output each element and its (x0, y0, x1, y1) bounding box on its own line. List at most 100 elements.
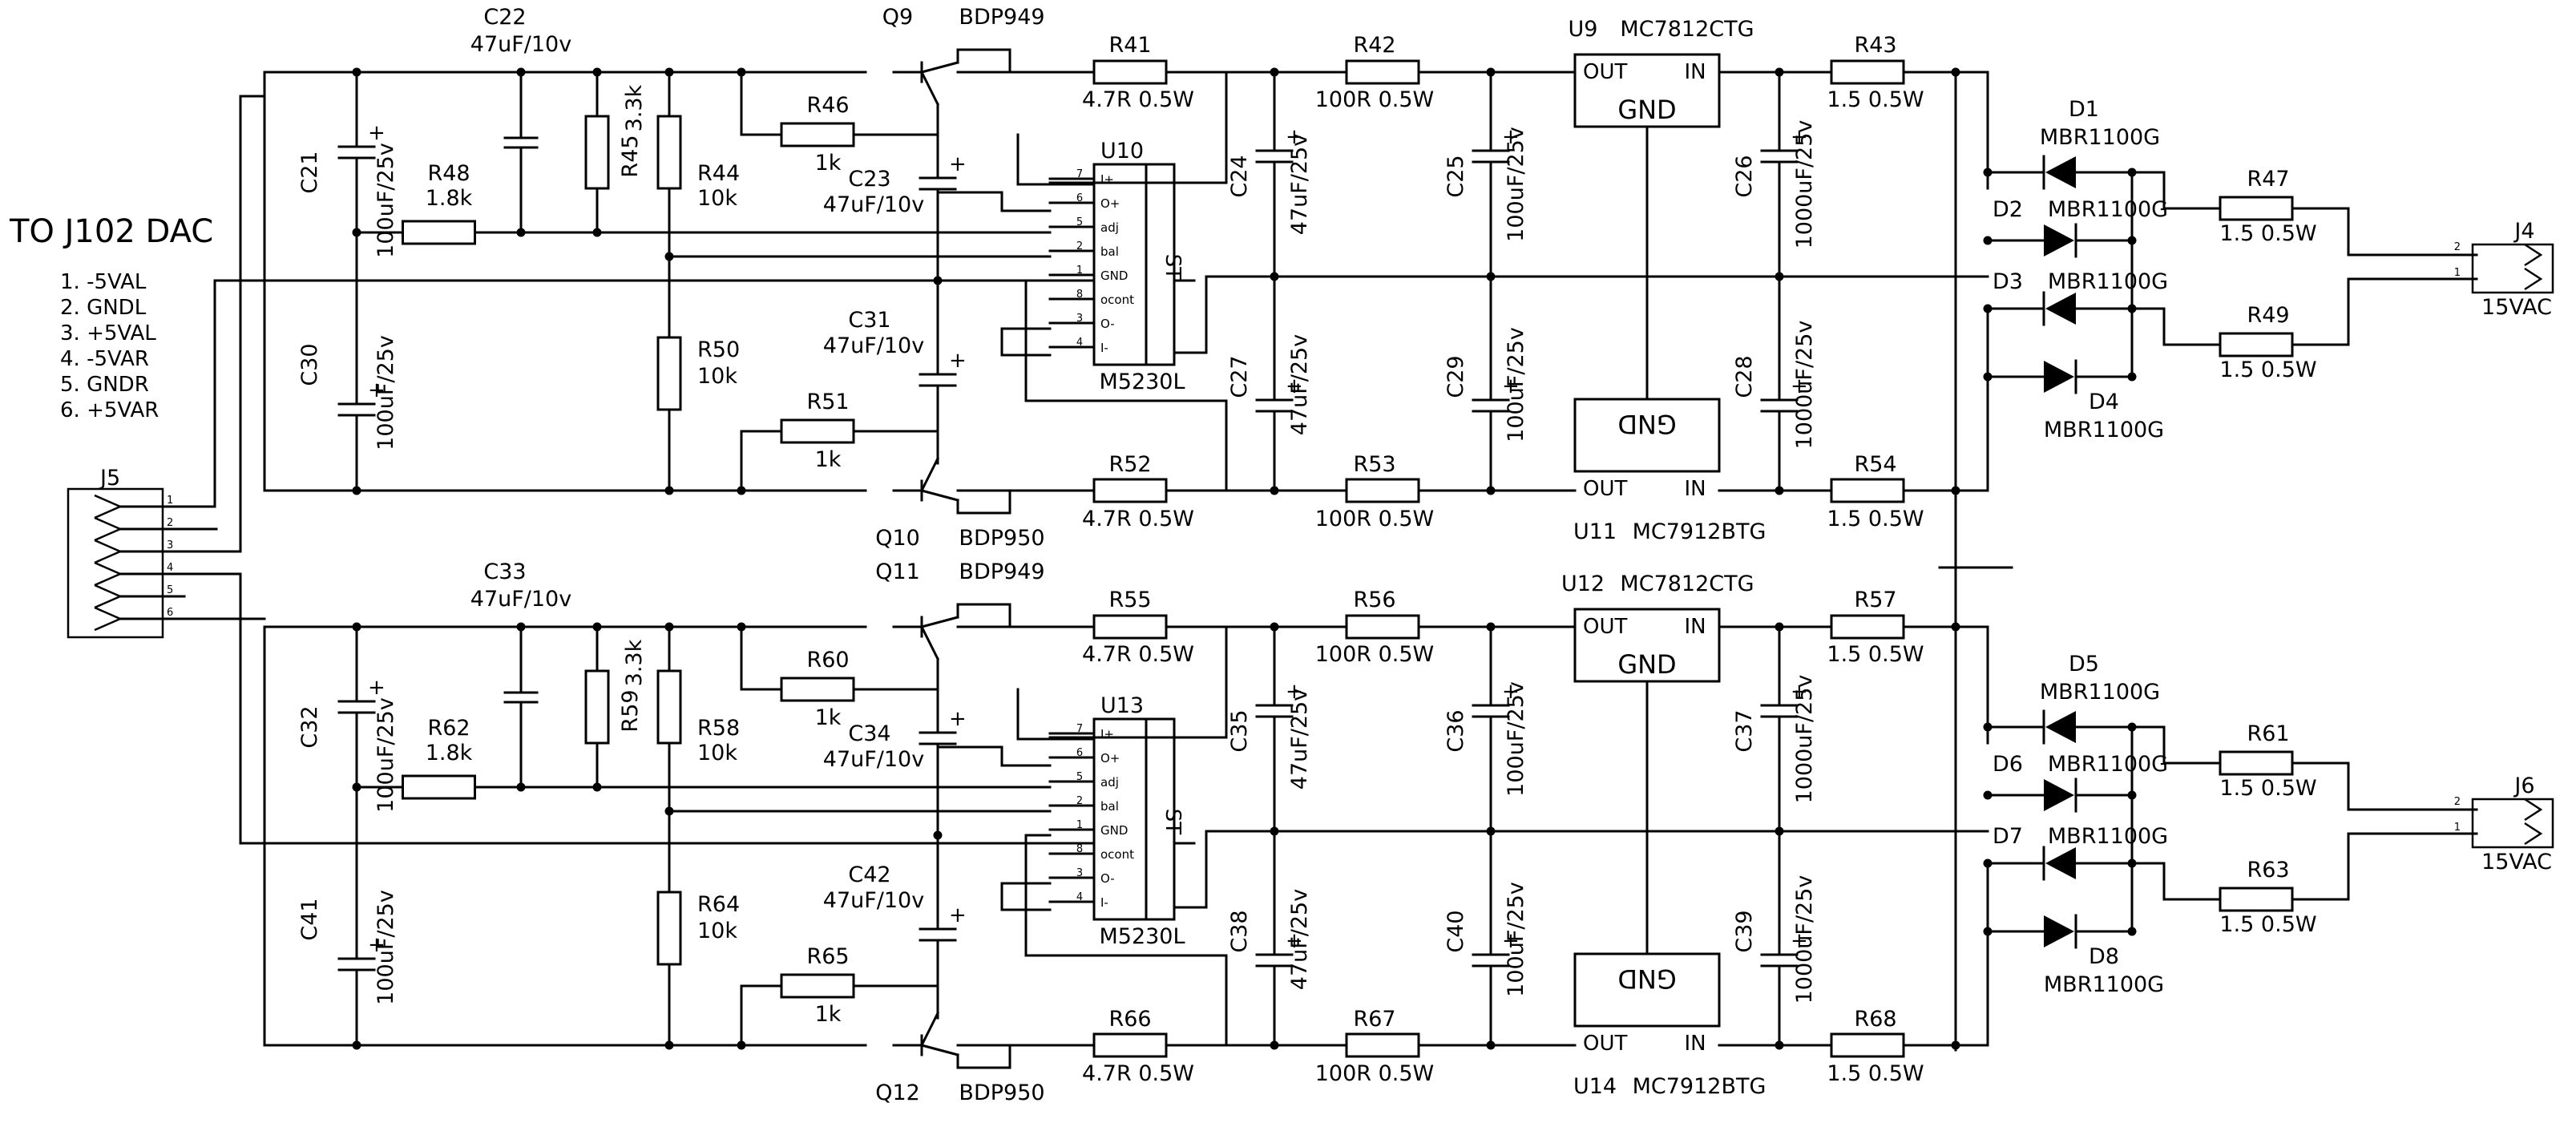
r-in-top-val: 1.5 0.5W (1827, 87, 1924, 112)
connector-note-title: TO J102 DAC (9, 213, 213, 250)
jack-body (2471, 243, 2554, 294)
jack-contact (2524, 798, 2543, 822)
wire (2130, 171, 2166, 210)
connector-note-pin: 5. GNDR (60, 373, 149, 397)
diode-2-ref: D2 (1993, 197, 2023, 222)
junction-dot (2127, 372, 2137, 382)
opamp-ref: U10 (1100, 139, 1144, 164)
diode-triangle (2044, 779, 2074, 811)
opamp-pin-number: 1 (1076, 265, 1083, 277)
opamp-pin-number: 5 (1076, 216, 1083, 228)
junction-dot (1983, 372, 1993, 382)
resistor-body (402, 774, 476, 800)
r-s-top-val: 100R 0.5W (1315, 642, 1435, 667)
resistor-body (1345, 614, 1420, 640)
opamp-body (1092, 163, 1176, 366)
c_big-top-val: 1000uF/25v (1792, 120, 1817, 249)
c_r-top-val: 100uF/25v (1504, 127, 1528, 242)
opamp-part: M5230L (1099, 370, 1185, 394)
jack-pin-2: 2 (2454, 241, 2461, 253)
r-s-top-val: 100R 0.5W (1315, 87, 1435, 112)
capacitor-polarity: + (1502, 125, 1520, 149)
reg-top-out: OUT (1583, 615, 1627, 639)
r-in-top-val: 1.5 0.5W (1827, 642, 1924, 667)
resistor-body (1345, 1032, 1420, 1058)
r-upper-val: 10k (697, 741, 737, 765)
wire (956, 489, 1011, 515)
opamp-tag: ST (1161, 809, 1185, 835)
r-s-top-ref: R42 (1353, 33, 1395, 58)
connector-note-pin: 1. -5VAL (60, 270, 147, 294)
resistor-body (780, 973, 855, 999)
capacitor-polarity: + (1286, 125, 1303, 149)
opamp-tag: ST (1161, 254, 1185, 281)
junction-dot (1983, 927, 1993, 936)
diode-triangle (2044, 361, 2074, 393)
wire (740, 625, 787, 691)
r-ac-top-val: 1.5 0.5W (2219, 776, 2316, 801)
opamp-pin-name: ocont (1100, 293, 1134, 307)
resistor-body (584, 115, 610, 190)
resistor-body (1830, 59, 1905, 85)
capacitor-polarity: + (1791, 929, 1808, 953)
junction-dot (1486, 272, 1496, 281)
capacitor-polarity: + (949, 707, 967, 731)
r-base-top-val: 1k (815, 705, 842, 730)
j5-contact (94, 516, 123, 542)
r-e-bot-val: 4.7R 0.5W (1082, 507, 1194, 531)
diode-1-part: MBR1100G (2040, 125, 2160, 150)
diode-triangle (2044, 915, 2074, 947)
wire (1016, 688, 1096, 741)
c-top-ref: C22 (483, 5, 526, 30)
transistor-emitter (920, 61, 959, 74)
connector-note-pin: 3. +5VAL (60, 321, 156, 345)
capacitor-polarity: + (949, 903, 967, 927)
r-in-bot-ref: R54 (1854, 452, 1896, 477)
r-in-bot-val: 1.5 0.5W (1827, 1061, 1924, 1086)
r-ac-top-val: 1.5 0.5W (2219, 221, 2316, 246)
junction-dot (664, 486, 674, 495)
opamp-pin-name: bal (1100, 244, 1119, 259)
capacitor-polarity: + (1502, 374, 1520, 398)
resistor-body (1830, 614, 1905, 640)
opamp-part: M5230L (1099, 924, 1185, 949)
c_big-bot-ref: C28 (1732, 355, 1757, 398)
connector-note-pin: 4. -5VAR (60, 347, 149, 371)
opamp-pin-name: adj (1100, 220, 1119, 235)
wire (2347, 207, 2478, 257)
c-b-top-ref: C34 (848, 721, 890, 746)
wire (892, 103, 939, 136)
jack-body (2471, 798, 2554, 849)
r-pot-val: 3.3k (622, 84, 647, 131)
net-mr (161, 572, 1196, 845)
reg-top-part: MC7812CTG (1620, 17, 1754, 42)
r-s-bot-val: 100R 0.5W (1315, 507, 1435, 531)
junction-dot (352, 622, 361, 632)
c_big-bot-val: 1000uF/25v (1792, 321, 1817, 450)
diode-1-part: MBR1100G (2040, 680, 2160, 705)
opamp-body (1092, 717, 1176, 921)
opamp-pin-number: 3 (1076, 313, 1083, 325)
diode-2-part: MBR1100G (2048, 752, 2168, 777)
transistor-emitter (920, 489, 959, 502)
c-b-top-ref: C23 (848, 167, 890, 192)
transistor-emitter (920, 616, 959, 628)
junction-dot (1775, 272, 1784, 281)
opamp-pin-number: 6 (1076, 747, 1083, 759)
j5-pin-number: 4 (167, 562, 173, 574)
j5-pin-number: 5 (167, 584, 173, 596)
c_m-top-ref: C24 (1227, 155, 1252, 197)
r-base-bot-ref: R65 (806, 944, 849, 969)
resistor-body (2219, 750, 2294, 776)
r-div-val: 1.8k (426, 186, 473, 211)
resistor-body (2219, 196, 2294, 221)
c-in-bot-val: 100uF/25v (373, 890, 398, 1005)
junction-dot (516, 67, 526, 77)
resistor-body (2219, 887, 2294, 912)
wire (956, 48, 1011, 74)
opamp-pin-number: 7 (1076, 723, 1083, 735)
c-in-top-ref: C21 (297, 151, 322, 193)
q-bot-ref: Q12 (875, 1081, 920, 1105)
diode-3-part: MBR1100G (2048, 269, 2168, 294)
